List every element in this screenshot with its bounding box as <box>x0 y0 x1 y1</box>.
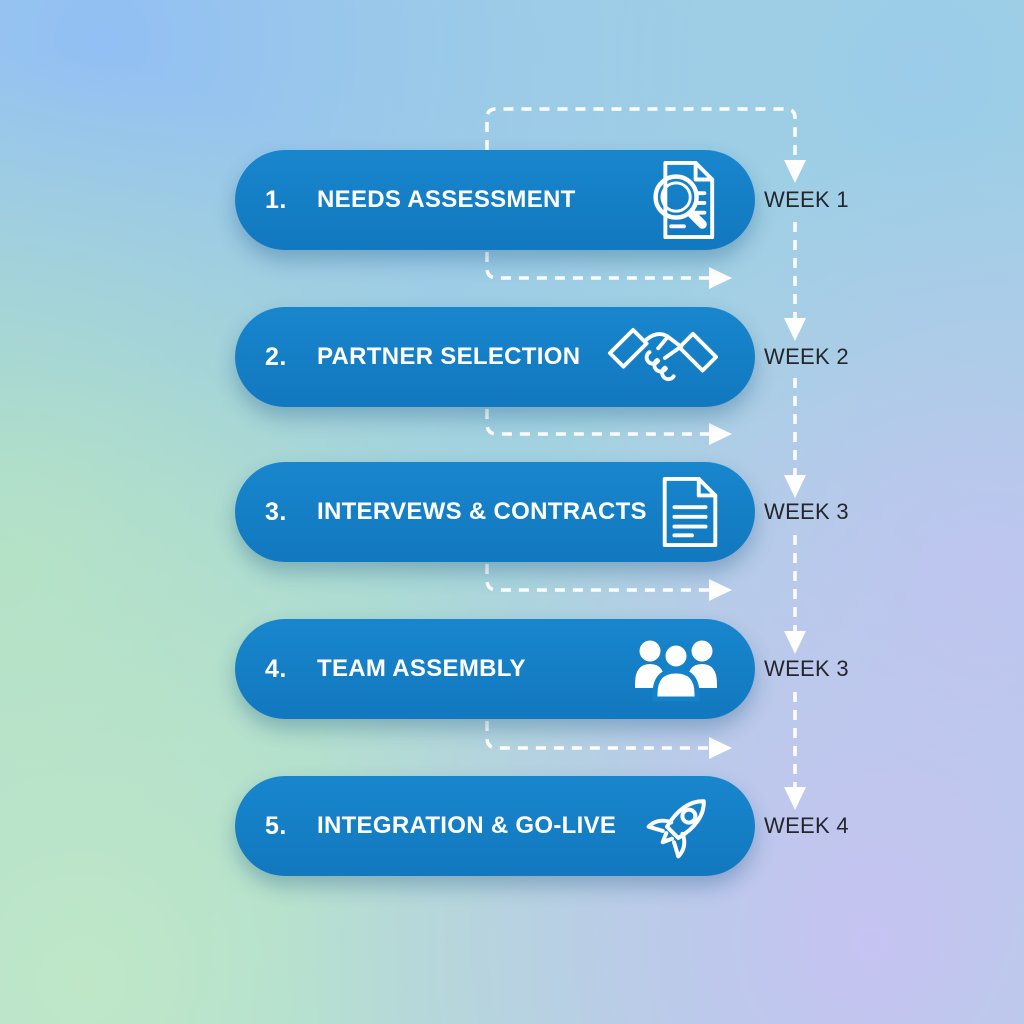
step-pill-3: 3. INTERVEWS & CONTRACTS <box>235 462 755 562</box>
step-number: 5. <box>265 811 287 840</box>
step-pill-5: 5. INTEGRATION & GO-LIVE <box>235 776 755 876</box>
step-number: 1. <box>265 185 287 214</box>
step-pill-2: 2. PARTNER SELECTION <box>235 307 755 407</box>
connector-top-to-week1 <box>485 107 806 183</box>
connector-week2-week3 <box>784 378 806 498</box>
step-pill-1: 1. NEEDS ASSESSMENT <box>235 150 755 250</box>
connector-week3b-week4 <box>784 692 806 810</box>
step-title: INTERVEWS & CONTRACTS <box>317 498 647 525</box>
connector-week3-week3b <box>784 535 806 654</box>
rocket-icon <box>639 786 719 866</box>
step-title: INTEGRATION & GO-LIVE <box>317 812 617 839</box>
step-title: TEAM ASSEMBLY <box>317 655 526 682</box>
handshake-icon <box>607 320 719 394</box>
connector-step4-step5 <box>485 721 732 759</box>
connector-step1-step2 <box>485 252 732 289</box>
week-label-4: WEEK 3 <box>764 656 849 681</box>
step-number: 3. <box>265 497 287 526</box>
step-number: 2. <box>265 342 287 371</box>
step-title: NEEDS ASSESSMENT <box>317 186 576 213</box>
step-title: PARTNER SELECTION <box>317 343 581 370</box>
contract-document-icon <box>661 476 719 548</box>
step-number: 4. <box>265 654 287 683</box>
week-label-1: WEEK 1 <box>764 187 849 212</box>
connector-week1-week2 <box>784 222 806 341</box>
week-label-5: WEEK 4 <box>764 813 849 838</box>
connector-step3-step4 <box>485 564 732 601</box>
team-icon <box>633 636 719 702</box>
step-pill-4: 4. TEAM ASSEMBLY <box>235 619 755 719</box>
connector-step2-step3 <box>485 409 732 445</box>
week-label-2: WEEK 2 <box>764 344 849 369</box>
document-search-icon <box>641 160 719 240</box>
week-label-3: WEEK 3 <box>764 499 849 524</box>
